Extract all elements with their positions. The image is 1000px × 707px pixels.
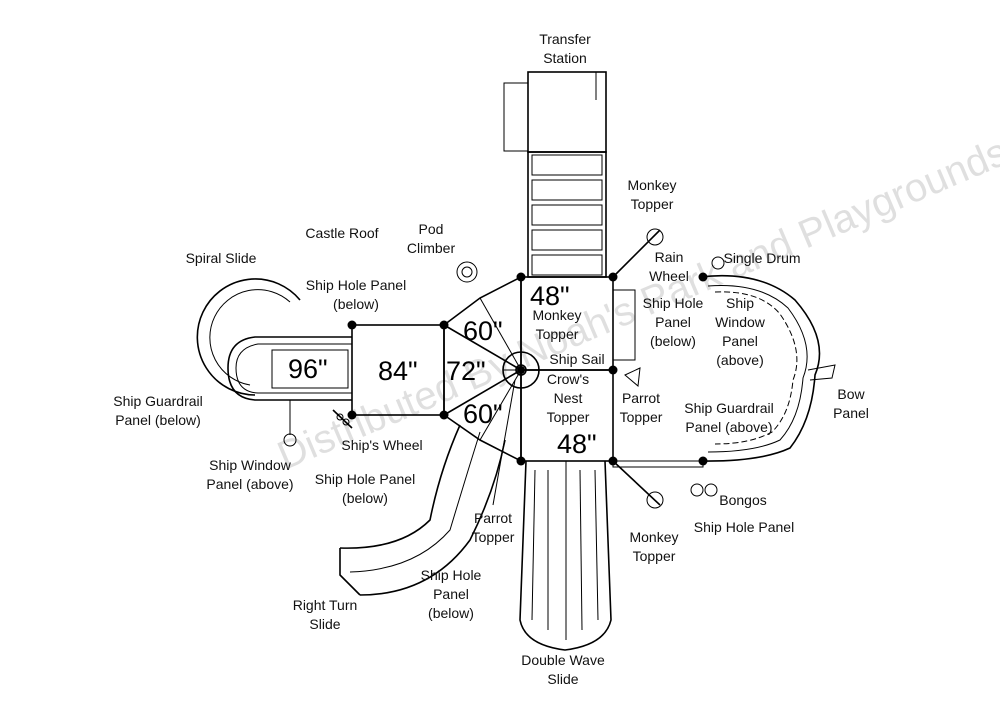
label-bongos-line-1: Bongos xyxy=(719,492,766,508)
label-parrot-topper-bottom-line-2: Topper xyxy=(472,529,515,545)
label-ship-window-panel-above-left-line-1: Ship Window xyxy=(209,457,292,473)
right-turn-slide-graphic xyxy=(339,424,506,596)
label-double-wave-slide-line-2: Slide xyxy=(547,671,578,687)
label-crows-nest-topper-line-1: Crow's xyxy=(547,371,589,387)
label-transfer-station-line-1: Transfer xyxy=(539,31,591,47)
label-ship-guardrail-panel-below-line-1: Ship Guardrail xyxy=(113,393,203,409)
label-ship-window-panel-above-right-line-1: Ship xyxy=(726,295,754,311)
deck-height-labels: 96" 84" 72" 60" 60" 48" 48" xyxy=(288,281,597,459)
label-ship-sail: Ship Sail xyxy=(549,351,604,367)
label-ship-hole-panel-below-right-line-3: (below) xyxy=(650,333,696,349)
pod-climber-graphic xyxy=(456,261,478,283)
label-ship-hole-panel-below-mid-line-1: Ship Hole Panel xyxy=(315,471,415,487)
deck-height-60-bottom: 60" xyxy=(463,399,503,429)
label-ship-hole-panel-right: Ship Hole Panel xyxy=(694,519,794,535)
deck-height-84: 84" xyxy=(378,356,418,386)
deck-height-48-top: 48" xyxy=(530,281,570,311)
panel-markers xyxy=(347,272,708,466)
label-ship-window-panel-above-right-line-2: Window xyxy=(715,314,766,330)
label-ship-window-panel-above-right-line-4: (above) xyxy=(716,352,763,368)
label-ship-window-panel-above-left-line-2: Panel (above) xyxy=(206,476,293,492)
label-monkey-topper-bottom-line-1: Monkey xyxy=(629,529,678,545)
label-bow-panel-line-1: Bow xyxy=(837,386,865,402)
label-ship-sail-line-1: Ship Sail xyxy=(549,351,604,367)
label-ship-guardrail-panel-above-line-1: Ship Guardrail xyxy=(684,400,774,416)
label-ships-wheel: Ship's Wheel xyxy=(341,437,422,453)
label-bongos: Bongos xyxy=(719,492,766,508)
deck-height-60-top: 60" xyxy=(463,316,503,346)
leader-lines xyxy=(492,379,516,506)
label-double-wave-slide-line-1: Double Wave xyxy=(521,652,605,668)
label-ship-hole-panel-below-left: Ship Hole Panel (below) xyxy=(306,277,406,312)
label-right-turn-slide-line-2: Slide xyxy=(309,616,340,632)
label-ship-hole-panel-below-right-line-1: Ship Hole xyxy=(643,295,704,311)
label-parrot-topper-right-line-1: Parrot xyxy=(622,390,660,406)
label-ship-hole-panel-below-right-line-2: Panel xyxy=(655,314,691,330)
label-right-turn-slide-line-1: Right Turn xyxy=(293,597,358,613)
label-ship-hole-panel-below-left-line-2: (below) xyxy=(333,296,379,312)
label-bow-panel-line-2: Panel xyxy=(833,405,869,421)
label-ship-guardrail-panel-above-line-2: Panel (above) xyxy=(685,419,772,435)
monkey-topper-graphics xyxy=(612,228,664,509)
label-crows-nest-topper-line-2: Nest xyxy=(554,390,583,406)
double-wave-slide-graphic xyxy=(519,460,612,651)
label-monkey-topper-top-line-1: Monkey xyxy=(627,177,676,193)
label-single-drum: Single Drum xyxy=(723,250,800,266)
label-transfer-station-line-2: Station xyxy=(543,50,587,66)
transfer-station xyxy=(503,71,607,278)
label-monkey-topper-bottom-line-2: Topper xyxy=(633,548,676,564)
label-ship-hole-panel-below-left-line-1: Ship Hole Panel xyxy=(306,277,406,293)
ship-bow xyxy=(612,256,836,497)
slide-height-96: 96" xyxy=(288,354,328,384)
deck-height-48-bottom: 48" xyxy=(557,429,597,459)
label-ship-hole-panel-below-bottom-line-3: (below) xyxy=(428,605,474,621)
deck-height-72: 72" xyxy=(446,356,486,386)
label-parrot-topper-right-line-2: Topper xyxy=(620,409,663,425)
label-monkey-topper-top-line-2: Topper xyxy=(631,196,674,212)
label-rain-wheel-line-1: Rain xyxy=(655,249,684,265)
label-monkey-topper-center-line-1: Monkey xyxy=(532,307,581,323)
label-ship-hole-panel-below-bottom-line-2: Panel xyxy=(433,586,469,602)
label-ship-window-panel-above-right-line-3: Panel xyxy=(722,333,758,349)
label-spiral-slide-line-1: Spiral Slide xyxy=(186,250,257,266)
label-parrot-topper-bottom-line-1: Parrot xyxy=(474,510,512,526)
label-ship-hole-panel-below-mid: Ship Hole Panel (below) xyxy=(315,471,415,506)
label-ships-wheel-line-1: Ship's Wheel xyxy=(341,437,422,453)
spiral-slide-graphic xyxy=(196,278,352,447)
label-pod-climber-line-1: Pod xyxy=(419,221,444,237)
label-spiral-slide: Spiral Slide xyxy=(186,250,257,266)
label-single-drum-line-1: Single Drum xyxy=(723,250,800,266)
label-rain-wheel-line-2: Wheel xyxy=(649,268,689,284)
label-castle-roof-line-1: Castle Roof xyxy=(305,225,378,241)
label-pod-climber-line-2: Climber xyxy=(407,240,456,256)
label-crows-nest-topper-line-3: Topper xyxy=(547,409,590,425)
label-ship-hole-panel-below-bottom-line-1: Ship Hole xyxy=(421,567,482,583)
label-ship-hole-panel-right-line-1: Ship Hole Panel xyxy=(694,519,794,535)
label-castle-roof: Castle Roof xyxy=(305,225,378,241)
label-ship-guardrail-panel-below-line-2: Panel (below) xyxy=(115,412,201,428)
label-monkey-topper-center-line-2: Topper xyxy=(536,326,579,342)
ships-wheel-graphic xyxy=(332,409,353,429)
label-ship-hole-panel-below-mid-line-2: (below) xyxy=(342,490,388,506)
